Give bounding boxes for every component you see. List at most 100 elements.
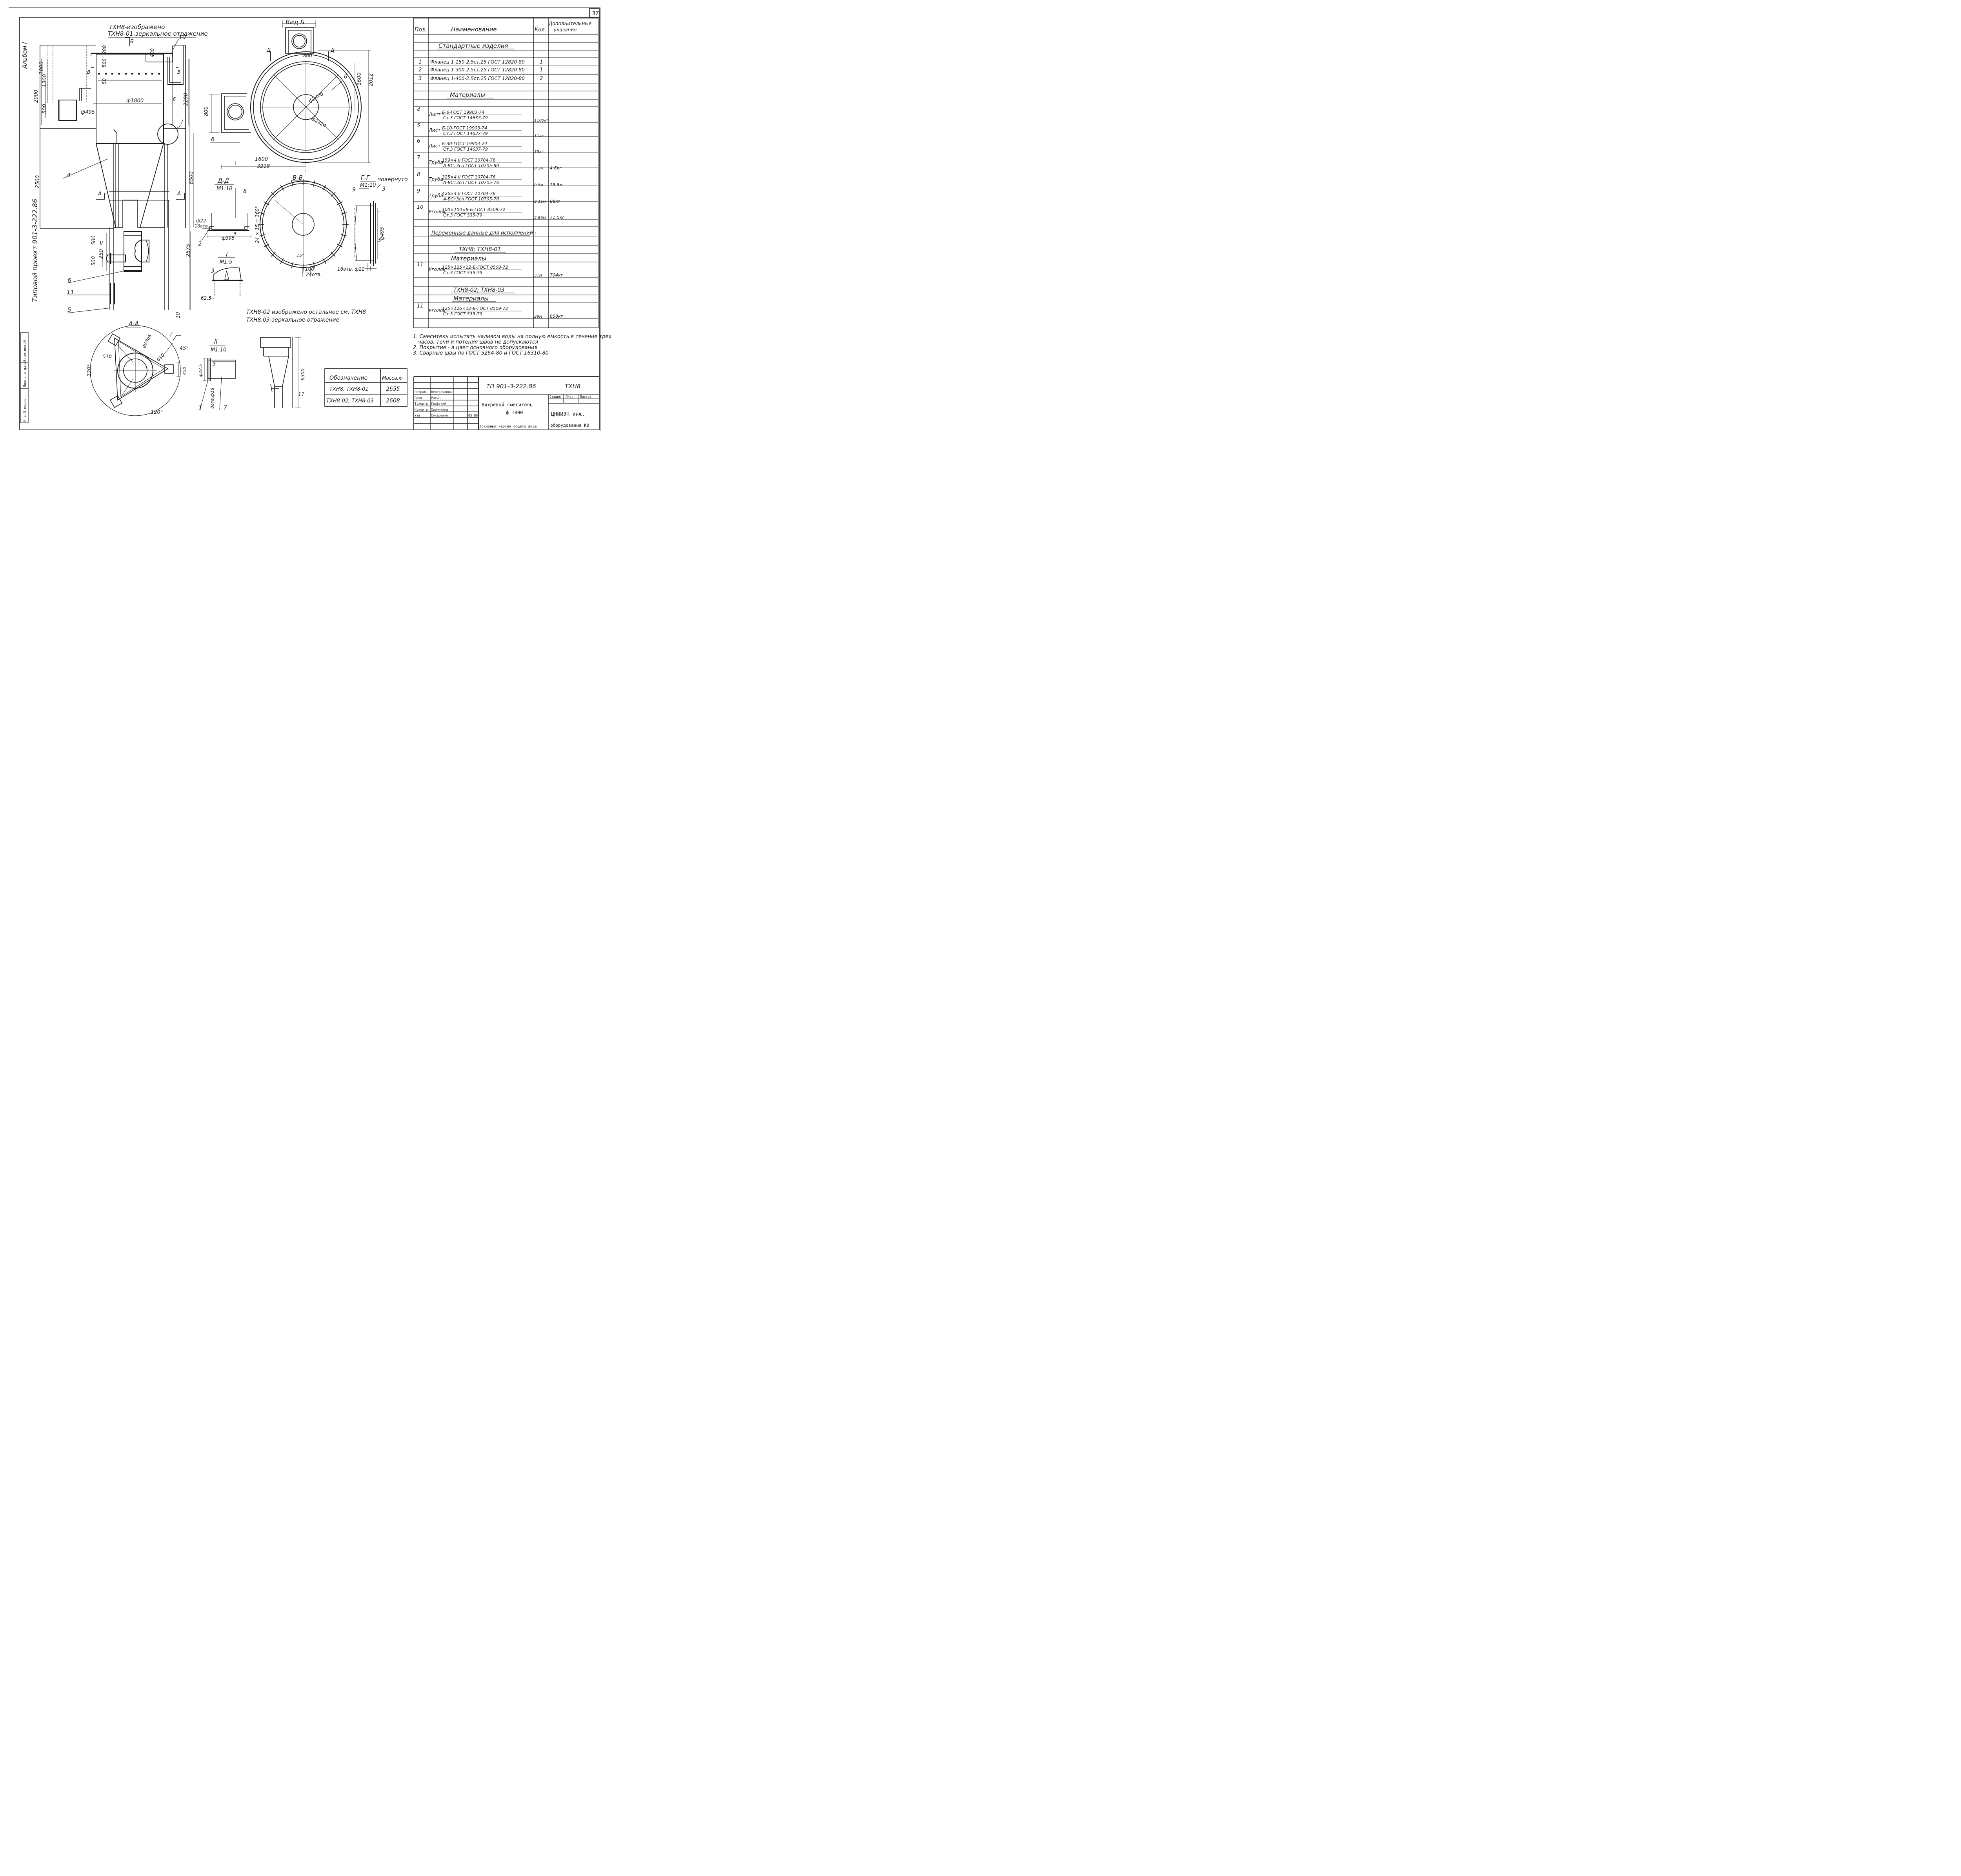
vv-dim-100: 100 — [305, 266, 314, 272]
dd-dim-5: 5 — [234, 231, 236, 237]
main-note-2: ТХН8-01-зеркальное отражение — [108, 30, 208, 37]
spec-rows-lines — [414, 34, 598, 319]
spec-row-kind: Лист — [428, 127, 441, 133]
main-callouts — [62, 37, 185, 313]
dim-v1000: 1000 — [39, 62, 45, 75]
spec-row-line1: 125×125×12-Б-ГОСТ 8509-72 — [442, 306, 508, 311]
callout-a-left: А — [98, 191, 102, 197]
drawing-sheet: 37 Альбом I Типовой проект 901-3-222.86 … — [9, 7, 611, 431]
callout-a-right: А — [177, 191, 181, 197]
section-aa — [90, 325, 181, 416]
dim-v400: 400 — [149, 48, 155, 57]
spec-row-pos: 7 — [417, 155, 420, 161]
tb-person: Рысин — [431, 396, 440, 400]
spec-group-b-materials: Материалы — [453, 295, 489, 302]
vb-dim-800b: 800 — [204, 106, 209, 116]
spec-row-qty: 1100кг — [534, 118, 549, 123]
detail-1 — [210, 267, 243, 300]
callout-detail-2: II — [100, 240, 103, 247]
dd-dim-d395: ф395 — [222, 235, 235, 241]
bolt-hole-tick — [280, 258, 284, 264]
dd-scale: М1:10 — [216, 186, 232, 192]
spec-row-pos: 6 — [417, 138, 420, 144]
tb-date: 05.86 — [468, 414, 478, 417]
vb-callout-d-left: Д — [266, 47, 271, 53]
tb-code: ТП 901-3-222.86 — [486, 383, 536, 390]
mass-row1-designation: ТХН8; ТХН8-01 — [329, 386, 369, 392]
mass-header-designation: Обозначение — [329, 375, 367, 381]
section-gg — [355, 184, 381, 271]
spec-row-line2: Ст.3 ГОСТ 14637-79 — [443, 115, 488, 120]
spec-row-line2: Ст.3 ГОСТ 14637-79 — [443, 131, 488, 136]
aa-dim-45: 45° — [180, 346, 189, 351]
spec-row: 3 Фланец 1-400-2.5ст.25 ГОСТ 12820-80 2 — [418, 76, 543, 82]
spec-row-line2: А-ВСт3сп ГОСТ 10705-80 — [443, 163, 499, 168]
tb-role: Т.контр — [415, 402, 428, 406]
approval-strip — [20, 332, 29, 423]
bolt-hole-tick — [337, 201, 343, 205]
album-label: Альбом I — [21, 42, 28, 69]
dim-v500a: 500 — [42, 104, 48, 114]
note-line-2: часов. Течи и потения швов не допускаютс… — [418, 339, 538, 345]
bolt-hole-tick — [280, 185, 284, 191]
spec-row: 1 Фланец 1-150-2.5ст.25 ГОСТ 12820-80 1 — [418, 59, 543, 65]
gg-callout-3: 3 — [382, 186, 386, 192]
detail-2-callout-7: 7 — [224, 405, 227, 411]
spec-header-name: Наименование — [451, 26, 497, 33]
spec-row-pos: 2 — [418, 67, 422, 73]
callout-10: 10 — [179, 35, 186, 41]
spec-row-line2: Ст.3 ГОСТ 535-79 — [443, 213, 482, 218]
spec-row-kind: Труба — [429, 177, 443, 182]
tb-role: Утв — [415, 414, 420, 417]
page-number: 37 — [592, 11, 599, 17]
tb-person: Графский — [431, 402, 446, 406]
sketch-dim-6300: 6300 — [300, 368, 306, 380]
spec-row-line2: Ст.3 ГОСТ 535-79 — [443, 270, 482, 275]
detail-2-title: II — [214, 338, 218, 345]
bolt-hole-tick — [331, 252, 336, 257]
spec-row-line2: Ст.3 ГОСТ 14637-79 — [443, 147, 488, 152]
vb-callout-6b: 6 — [211, 136, 215, 143]
spec-row-kind: Лист — [428, 143, 441, 149]
detail-2-scale: М1:10 — [211, 347, 226, 353]
spec-header-pos: Поз. — [415, 27, 427, 33]
detail-1-scale: М1:5 — [220, 259, 232, 265]
view-b-title: Вид Б — [286, 18, 305, 26]
spec-row-pos: 1 — [418, 59, 422, 65]
bolt-hole-tick — [291, 262, 293, 269]
spec-header-qty: Кол. — [535, 27, 546, 33]
detail-1-dim-625: 62.5 — [201, 295, 211, 301]
bolt-hole-tick — [271, 192, 276, 197]
main-elevation — [40, 45, 194, 310]
small-sketch — [260, 337, 301, 408]
bolt-hole-tick — [259, 212, 266, 215]
spec-row-add: 15.8м — [550, 182, 563, 187]
aa-dim-d1806: ф1806 — [141, 334, 153, 349]
tb-org-1: ЦНИИЭП инж. — [551, 411, 585, 417]
vb-dim-1600b: 1600 — [255, 156, 268, 162]
detail-2-dim-8: 8отв.ф18 — [210, 388, 215, 409]
spec-row-add: 658кг — [550, 314, 563, 319]
spec-row-qty: 35кг — [534, 150, 544, 154]
spec-row-qty: 2.11м — [534, 200, 546, 204]
spec-row-kind: Уголок — [429, 209, 446, 215]
spec-row-line2: Ст.3 ГОСТ 535-79 — [443, 311, 482, 317]
spec-row-pos: 8 — [417, 172, 420, 178]
callout-b-top: Б — [130, 39, 134, 45]
dd-title: Д-Д — [217, 177, 229, 184]
spec-row-qty: 11кг — [534, 134, 544, 138]
spec-group-a: ТХН8; ТХН8-01 — [459, 246, 501, 253]
dim-d1800: ф1800 — [126, 98, 144, 104]
dd-dim-d22: ф22 — [196, 218, 206, 224]
bolt-hole-tick — [337, 244, 343, 247]
spec-row-kind: Труба — [429, 160, 443, 165]
dim-v6500: 6500 — [189, 171, 195, 184]
callout-4: 4 — [67, 172, 71, 179]
vb-dim-3218: 3218 — [257, 164, 270, 169]
aa-title: А-А — [128, 320, 139, 327]
